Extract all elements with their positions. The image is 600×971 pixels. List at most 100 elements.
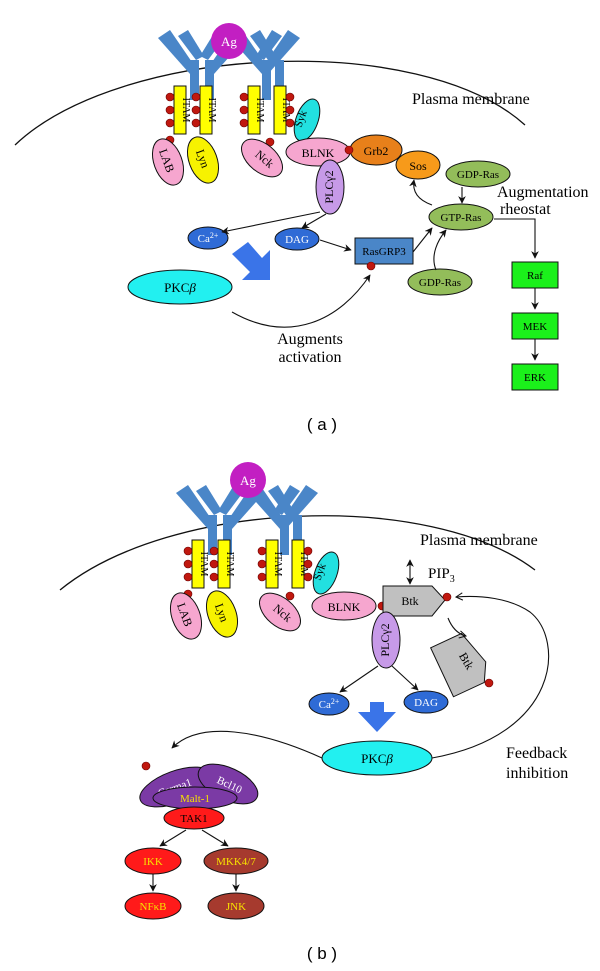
lyn-protein-b: Lyn xyxy=(205,590,239,638)
svg-text:DAG: DAG xyxy=(414,697,438,709)
plcg2-protein-b: PLCγ2 xyxy=(371,611,401,669)
aug-rheostat-label-2: rheostat xyxy=(500,201,551,218)
svg-text:PLCγ2: PLCγ2 xyxy=(378,623,392,656)
antigen-b xyxy=(230,462,266,498)
svg-text:IKK: IKK xyxy=(143,856,163,868)
svg-text:Syk: Syk xyxy=(293,108,310,129)
svg-text:BLNK: BLNK xyxy=(302,146,335,160)
blnk-protein-b: BLNK xyxy=(311,591,377,621)
svg-text:ERK: ERK xyxy=(524,372,546,384)
nck-protein-b: Nck xyxy=(259,592,301,632)
lab-protein-b: LAB xyxy=(169,592,203,640)
svg-text:ITAM: ITAM xyxy=(198,552,209,577)
svg-text:RasGRP3: RasGRP3 xyxy=(362,246,406,258)
svg-text:MEK: MEK xyxy=(523,321,548,333)
panel-a: Plasma membrane Ag ITAM xyxy=(14,23,589,434)
svg-text:ITAM: ITAM xyxy=(272,552,283,577)
plcg2-protein-a: PLCγ2 xyxy=(315,159,345,215)
svg-text:Lyn: Lyn xyxy=(212,601,232,623)
blnk-protein-a: BLNK xyxy=(285,137,351,167)
jnk-b: JNK xyxy=(207,892,265,920)
svg-text:NFκB: NFκB xyxy=(140,901,167,913)
svg-text:JNK: JNK xyxy=(226,901,246,913)
mkk47-b: MKK4/7 xyxy=(203,847,269,875)
syk-protein-a: Syk xyxy=(293,98,321,142)
svg-text:GDP-Ras: GDP-Ras xyxy=(419,277,461,289)
ikk-b: IKK xyxy=(124,847,182,875)
aug-activation-label-2: activation xyxy=(278,349,341,366)
pkcb-a: PKCβ xyxy=(127,269,233,305)
svg-text:GDP-Ras: GDP-Ras xyxy=(457,169,499,181)
svg-text:ITAM: ITAM xyxy=(224,552,235,577)
gdp-ras-bottom-a: GDP-Ras xyxy=(407,268,473,296)
membrane-label-b: Plasma membrane xyxy=(420,532,538,549)
antigen-label-b: Ag xyxy=(240,473,256,488)
svg-text:PLCγ2: PLCγ2 xyxy=(322,170,336,203)
erk-a: ERK xyxy=(511,363,559,391)
calcium-a: Ca2+ xyxy=(187,226,229,250)
svg-text:Sos: Sos xyxy=(409,159,427,173)
bold-arrow-b xyxy=(358,702,396,732)
tak1-b: TAK1 xyxy=(163,806,225,830)
sos-protein-a: Sos xyxy=(395,150,441,180)
svg-text:GTP-Ras: GTP-Ras xyxy=(441,212,482,224)
arrows-a xyxy=(221,179,539,361)
syk-protein-b: Syk xyxy=(312,551,340,595)
svg-text:Malt-1: Malt-1 xyxy=(180,793,210,805)
svg-text:PKCβ: PKCβ xyxy=(361,751,393,766)
grb2-protein-a: Grb2 xyxy=(349,134,403,166)
itam-group-b: ITAM ITAM ITAM ITAM xyxy=(191,539,309,589)
b-cell-receptor-b xyxy=(176,485,318,555)
svg-text:MKK4/7: MKK4/7 xyxy=(216,856,256,868)
svg-text:ITAM: ITAM xyxy=(180,98,191,123)
nfkb-b: NFκB xyxy=(124,892,182,920)
dag-b: DAG xyxy=(403,690,449,714)
phospho-dots-a xyxy=(165,92,295,147)
feedback-label-1: Feedback xyxy=(506,745,567,762)
svg-text:TAK1: TAK1 xyxy=(180,813,207,825)
calcium-b: Ca2+ xyxy=(308,692,350,716)
membrane-label-a: Plasma membrane xyxy=(412,91,530,108)
caption-a: ( a ) xyxy=(307,415,337,434)
feedback-label-2: inhibition xyxy=(506,765,568,782)
svg-text:ITAM: ITAM xyxy=(280,98,291,123)
blnk-phospho-a xyxy=(344,145,354,155)
rasgrp3-a: RasGRP3 xyxy=(354,237,414,271)
btk-protein-b: Btk xyxy=(382,585,452,617)
svg-text:Ca2+: Ca2+ xyxy=(198,231,219,245)
dag-a: DAG xyxy=(274,227,320,251)
aug-activation-label-1: Augments xyxy=(277,331,343,348)
panel-b: Plasma membrane Ag ITAM ITAM xyxy=(59,462,568,963)
svg-text:PKCβ: PKCβ xyxy=(164,280,196,295)
mek-a: MEK xyxy=(511,312,559,340)
nck-protein-a: Nck xyxy=(241,138,283,178)
raf-a: Raf xyxy=(511,261,559,289)
arrows-b xyxy=(149,559,550,892)
svg-text:Btk: Btk xyxy=(401,594,418,608)
gtp-ras-a: GTP-Ras xyxy=(428,203,494,231)
malt1-b: Malt-1 xyxy=(152,786,238,810)
svg-text:ITAM: ITAM xyxy=(206,98,217,123)
bold-arrow-a xyxy=(232,242,270,280)
svg-text:Syk: Syk xyxy=(312,561,329,582)
antigen-label-a: Ag xyxy=(221,34,237,49)
aug-rheostat-label-1: Augmentation xyxy=(497,184,589,201)
pip3-label: PIP3 xyxy=(428,566,455,585)
svg-text:Ca2+: Ca2+ xyxy=(319,697,340,711)
caption-b: ( b ) xyxy=(307,944,337,963)
gdp-ras-top-a: GDP-Ras xyxy=(445,160,511,188)
svg-text:BLNK: BLNK xyxy=(328,600,361,614)
svg-text:ITAM: ITAM xyxy=(298,552,309,577)
lab-protein-a: LAB xyxy=(151,138,185,186)
svg-text:Grb2: Grb2 xyxy=(364,144,389,158)
pkcb-b: PKCβ xyxy=(321,740,433,776)
lyn-protein-a: Lyn xyxy=(186,136,220,184)
svg-text:DAG: DAG xyxy=(285,234,309,246)
btk-inhibited-b: Btk xyxy=(429,632,494,698)
phospho-dots-b xyxy=(183,546,313,601)
svg-text:Raf: Raf xyxy=(527,270,543,282)
svg-text:Lyn: Lyn xyxy=(193,147,213,169)
antigen-a xyxy=(211,23,247,59)
svg-text:ITAM: ITAM xyxy=(254,98,265,123)
